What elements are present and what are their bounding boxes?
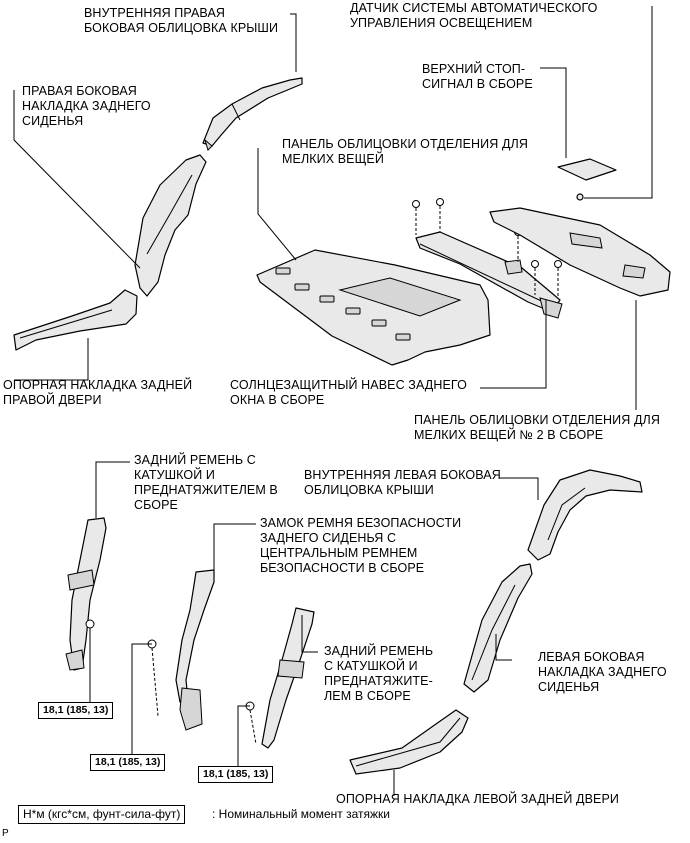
label-package-tray-trim-panel-no2: ПАНЕЛЬ ОБЛИЦОВКИ ОТДЕЛЕНИЯ ДЛЯ МЕЛКИХ ВЕ…	[414, 413, 660, 442]
label-rear-left-door-scuff-plate: ОПОРНАЯ НАКЛАДКА ЛЕВОЙ ЗАДНЕЙ ДВЕРИ	[336, 792, 619, 806]
right-rear-seat-side-cover	[134, 154, 207, 297]
label-rear-seat-belt-left: ЗАДНИЙ РЕМЕНЬ С КАТУШКОЙ И ПРЕДНАТЯЖИТЕ-…	[324, 644, 434, 703]
page-mark: P	[2, 828, 9, 839]
label-inner-right-roof-trim: ВНУТРЕННЯЯ ПРАВАЯ БОКОВАЯ ОБЛИЦОВКА КРЫШ…	[84, 6, 279, 35]
label-inner-left-roof-trim: ВНУТРЕННЯЯ ЛЕВАЯ БОКОВАЯ ОБЛИЦОВКА КРЫШИ	[304, 468, 501, 497]
package-tray-trim-panel-no2	[489, 207, 671, 297]
torque-unit-legend-box: Н*м (кгс*см, фунт-сила-фут)	[18, 805, 186, 824]
rear-window-sunshade	[412, 198, 563, 319]
label-rear-window-sunshade: СОЛНЦЕЗАЩИТНЫЙ НАВЕС ЗАДНЕГО ОКНА В СБОР…	[230, 378, 467, 407]
auto-light-sensor	[576, 193, 584, 201]
label-rear-seat-buckle-center-belt: ЗАМОК РЕМНЯ БЕЗОПАСНОСТИ ЗАДНЕГО СИДЕНЬЯ…	[260, 516, 462, 575]
package-tray-trim-panel	[256, 249, 491, 366]
high-stop-lamp	[557, 158, 617, 181]
label-auto-light-sensor: ДАТЧИК СИСТЕМЫ АВТОМАТИЧЕСКОГО УПРАВЛЕНИ…	[350, 1, 598, 30]
torque-value-belt-right: 18,1 (185, 13)	[38, 702, 114, 719]
right-rear-door-scuff-plate	[13, 289, 138, 351]
torque-unit-legend-text: : Номинальный момент затяжки	[212, 807, 390, 821]
label-right-rear-seat-side-cover: ПРАВАЯ БОКОВАЯ НАКЛАДКА ЗАДНЕГО СИДЕНЬЯ	[22, 84, 151, 128]
torque-value-belt-left: 18,1 (185, 13)	[198, 766, 274, 783]
label-left-rear-seat-side-cover: ЛЕВАЯ БОКОВАЯ НАКЛАДКА ЗАДНЕГО СИДЕНЬЯ	[538, 650, 667, 694]
torque-value-buckle-center: 18,1 (185, 13)	[90, 754, 166, 771]
inner-right-roof-side-trim	[202, 77, 303, 151]
rear-seat-belt-left	[245, 607, 315, 749]
label-package-tray-trim-panel: ПАНЕЛЬ ОБЛИЦОВКИ ОТДЕЛЕНИЯ ДЛЯ МЕЛКИХ ВЕ…	[282, 137, 528, 166]
rear-seat-buckle-center-belt	[147, 569, 215, 731]
leader-lines	[13, 6, 653, 796]
label-high-stop-lamp: ВЕРХНИЙ СТОП- СИГНАЛ В СБОРЕ	[422, 62, 533, 91]
rear-seat-belt-right	[65, 517, 107, 671]
label-rear-right-door-scuff-plate: ОПОРНАЯ НАКЛАДКА ЗАДНЕЙ ПРАВОЙ ДВЕРИ	[3, 378, 193, 407]
left-rear-door-scuff-plate	[349, 709, 469, 775]
label-rear-seat-belt-right: ЗАДНИЙ РЕМЕНЬ С КАТУШКОЙ И ПРЕДНАТЯЖИТЕЛ…	[134, 453, 278, 512]
inner-left-roof-side-trim	[527, 469, 643, 561]
left-rear-seat-side-cover	[463, 563, 533, 693]
